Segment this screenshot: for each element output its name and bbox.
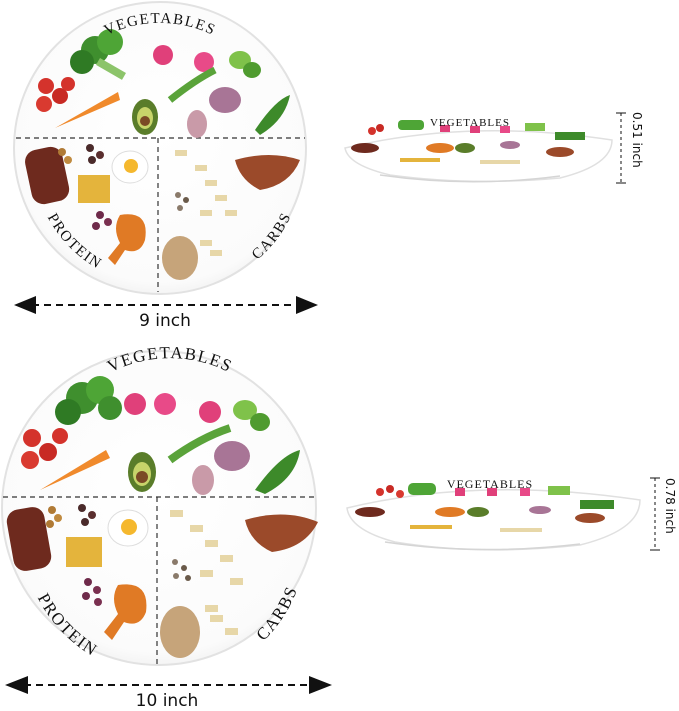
vegetables-illustration bbox=[36, 29, 290, 138]
side-label-vegetables-1: VEGETABLES bbox=[430, 117, 510, 129]
carbs-illustration bbox=[160, 510, 318, 658]
diameter-label-9-inch: 9 inch bbox=[139, 311, 191, 331]
side-view-plate-10-inch: VEGETABLES bbox=[346, 477, 641, 551]
side-label-vegetables-2: VEGETABLES bbox=[447, 477, 533, 491]
protein-illustration bbox=[6, 504, 149, 640]
height-label-0-51-inch: 0.51 inch bbox=[630, 112, 644, 168]
diameter-arrow-10-inch bbox=[5, 676, 332, 694]
height-label-0-78-inch: 0.78 inch bbox=[663, 478, 677, 534]
height-bracket-10-inch bbox=[650, 477, 660, 551]
plate-10-inch: VEGETABLES PROTEIN CARBS bbox=[1, 343, 318, 666]
side-view-plate-9-inch: VEGETABLES bbox=[344, 117, 613, 183]
diameter-arrow-9-inch bbox=[14, 296, 318, 314]
protein-illustration bbox=[25, 144, 149, 265]
vegetables-illustration bbox=[21, 376, 300, 495]
height-bracket-9-inch bbox=[616, 112, 626, 184]
carbs-illustration bbox=[162, 150, 300, 280]
diameter-label-10-inch: 10 inch bbox=[135, 691, 199, 711]
plate-9-inch: VEGETABLES PROTEIN CARBS bbox=[13, 1, 307, 295]
